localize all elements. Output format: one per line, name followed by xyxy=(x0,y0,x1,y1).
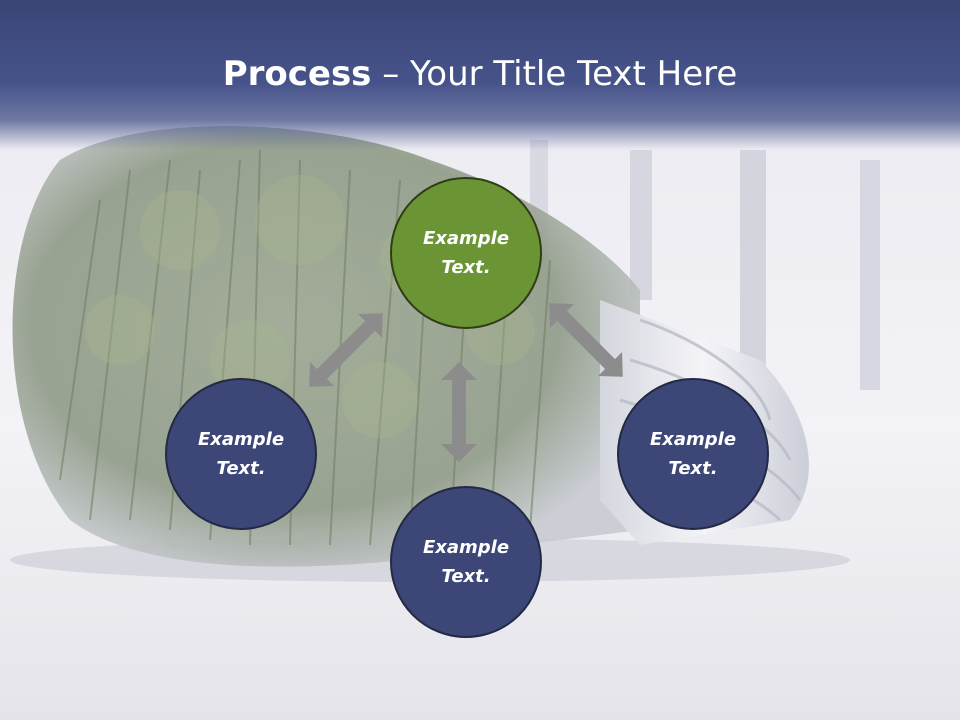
process-node-top[interactable]: Example Text. xyxy=(390,177,542,329)
slide-title-rest: – Your Title Text Here xyxy=(371,54,738,94)
slide-title-bold: Process xyxy=(222,54,372,94)
process-node-left[interactable]: Example Text. xyxy=(165,378,317,530)
process-node-left-label: Example Text. xyxy=(197,429,285,479)
process-node-bottom[interactable]: Example Text. xyxy=(390,486,542,638)
process-node-bottom-label: Example Text. xyxy=(422,537,510,587)
process-node-right[interactable]: Example Text. xyxy=(617,378,769,530)
process-node-top-label: Example Text. xyxy=(422,228,510,278)
slide-title: Process – Your Title Text Here xyxy=(0,52,960,96)
process-node-right-label: Example Text. xyxy=(649,429,737,479)
title-bar xyxy=(0,0,960,150)
